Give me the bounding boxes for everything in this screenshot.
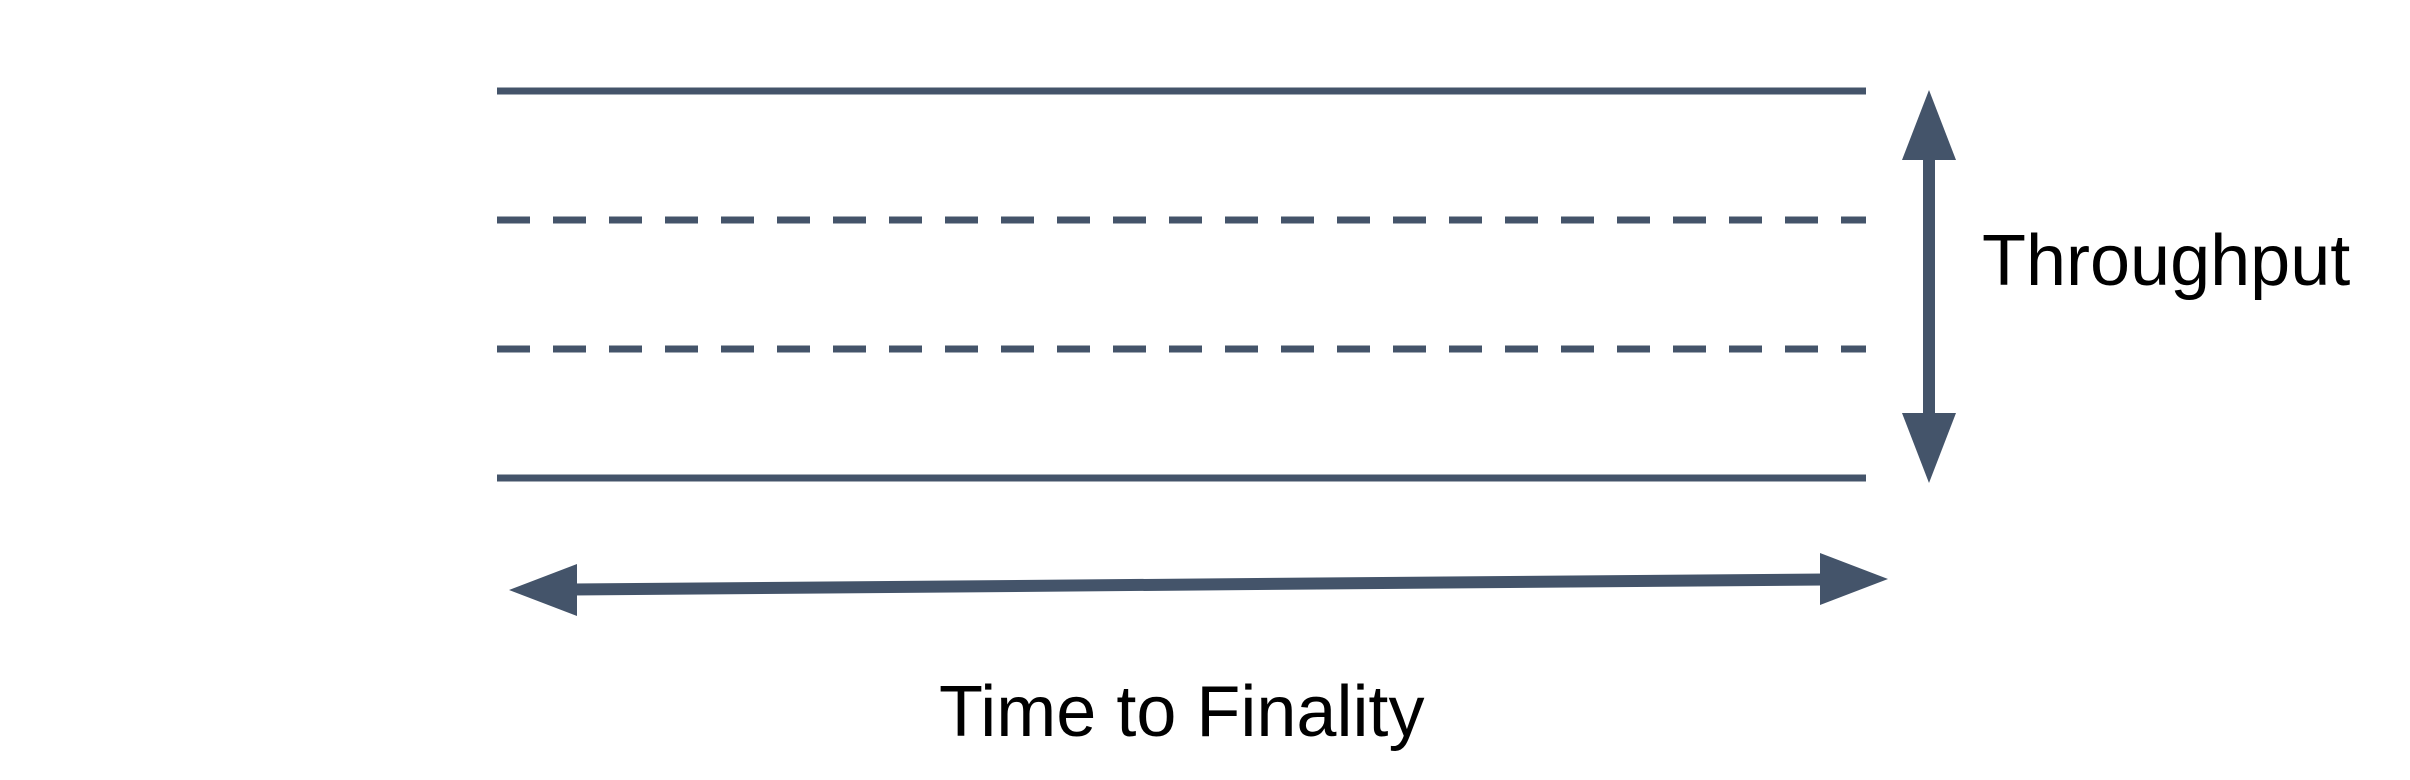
- throughput-arrow-up-head-icon: [1902, 90, 1956, 160]
- time-to-finality-arrow-left-head-icon: [509, 564, 577, 616]
- throughput-label: Throughput: [1982, 221, 2350, 301]
- time-to-finality-arrow-right-head-icon: [1820, 553, 1888, 605]
- time-to-finality-label: Time to Finality: [939, 672, 1424, 752]
- throughput-band: [497, 87, 1866, 482]
- throughput-arrow: [1902, 90, 1956, 483]
- throughput-arrow-down-head-icon: [1902, 413, 1956, 483]
- time-to-finality-arrow-shaft: [571, 573, 1826, 596]
- time-to-finality-arrow: [509, 553, 1888, 616]
